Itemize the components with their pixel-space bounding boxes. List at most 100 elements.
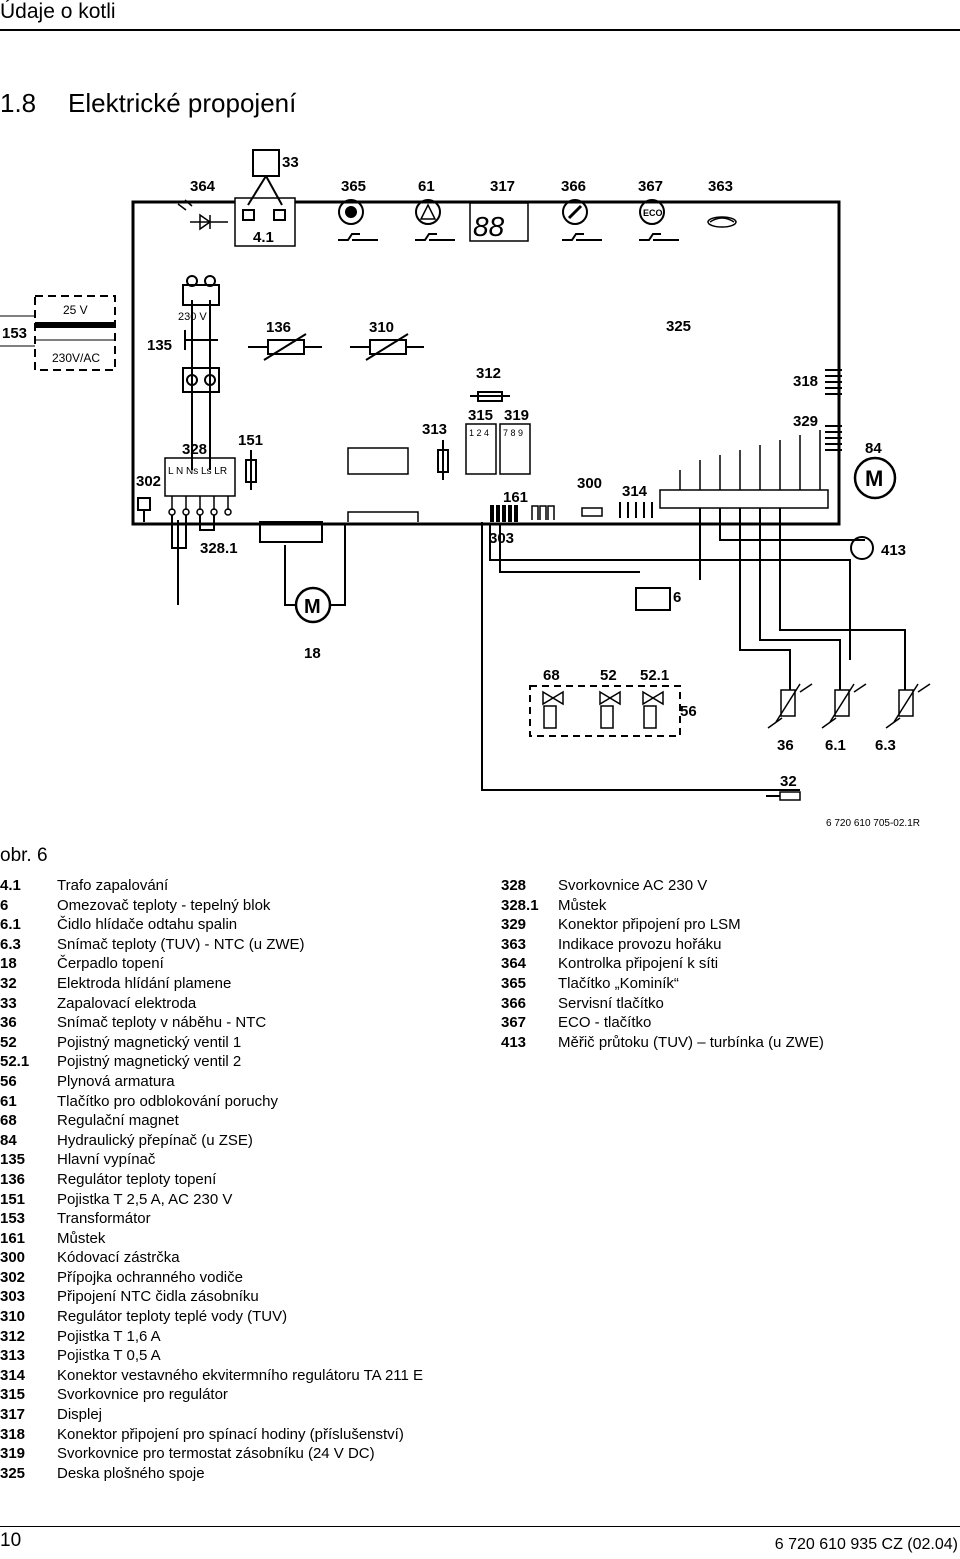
legend-text: Konektor připojení pro LSM [558,916,741,934]
transformer-153 [0,295,116,371]
header-rule [0,29,960,31]
legend-key: 52 [0,1033,17,1051]
legend-text: Můstek [558,896,607,914]
reset-button [415,199,455,241]
legend-text: Konektor připojení pro spínací hodiny (p… [57,1425,404,1443]
legend-key: 365 [501,974,527,992]
legend-text: Trafo zapalování [57,877,169,894]
flow-meter-413 [850,536,874,560]
legend-text: Čidlo hlídače odtahu spalin [57,916,238,934]
figure-reference-code: 6 720 610 705-02.1R [826,818,920,829]
legend-key: 68 [0,1112,17,1130]
service-button [562,199,602,241]
eco-text: ECO [643,208,663,218]
legend-text: Můstek [57,1229,106,1247]
label-303: 303 [489,530,514,547]
legend-key: 4.1 [0,877,21,894]
label-25v: 25 V [63,303,88,317]
legend-key: 61 [0,1092,17,1110]
pcb-board-outline [131,200,841,526]
gas-valve-56 [529,685,681,737]
legend-key: 364 [501,955,527,973]
legend-key: 18 [0,955,17,973]
legend-item: 4.1 Trafo zapalování [0,876,470,896]
label-52-1: 52.1 [640,667,669,684]
label-313: 313 [422,421,447,438]
legend-key: 84 [0,1131,17,1149]
legend-item: 317 Displej [0,1405,470,1425]
legend-text: Měřič průtoku (TUV) – turbínka (u ZWE) [558,1033,824,1051]
legend-key: 161 [0,1229,26,1247]
diverter-motor-84 [853,456,897,500]
label-413: 413 [881,542,906,559]
dhw-thermostat-310 [350,333,424,361]
label-328-1: 328.1 [200,540,238,557]
label-18: 18 [304,645,321,662]
label-318: 318 [793,373,818,390]
label-56: 56 [680,703,697,720]
legend-key: 6.1 [0,916,21,934]
terminals-328: L N Ns Ls LR [168,466,227,477]
legend-text: Displej [57,1406,103,1424]
label-312: 312 [476,365,501,382]
display-digits: 88 [473,211,505,242]
legend-text: Hlavní vypínač [57,1151,156,1169]
legend-text: Regulátor teploty teplé vody (TUV) [57,1308,288,1326]
label-365: 365 [341,178,366,195]
label-230vac: 230V/AC [52,351,100,365]
label-329: 329 [793,413,818,430]
label-32: 32 [780,773,797,790]
label-317: 317 [490,178,515,195]
legend-item: 161 Můstek [0,1229,470,1249]
footer-rule [0,1526,960,1527]
legend-key: 328 [501,877,527,894]
legend-text: Pojistný magnetický ventil 2 [57,1053,242,1071]
legend-key: 315 [0,1386,26,1404]
legend-key: 153 [0,1210,26,1228]
label-230v: 230 V [178,311,207,323]
legend-text: Svorkovnice AC 230 V [558,877,708,894]
heating-thermostat-136 [248,333,322,361]
label-151: 151 [238,432,263,449]
label-33: 33 [282,154,299,171]
label-161: 161 [503,489,528,506]
legend-key: 300 [0,1249,26,1267]
label-310: 310 [369,319,394,336]
legend-key: 317 [0,1406,26,1424]
legend-text: Elektroda hlídání plamene [57,974,232,992]
pins-319: 7 8 9 [503,428,523,438]
legend-key: 319 [0,1445,26,1463]
legend-key: 6 [0,896,9,914]
legend-text: Servisní tlačítko [558,994,664,1012]
legend-key: 328.1 [501,896,539,914]
legend-text: Deska plošného spoje [57,1464,205,1482]
label-367: 367 [638,178,663,195]
label-319: 319 [504,407,529,424]
legend-text: Konektor vestavného ekvitermního regulát… [57,1366,424,1384]
legend-text: Připojení NTC čidla zásobníku [57,1288,259,1306]
label-136: 136 [266,319,291,336]
legend-text: Tlačítko pro odblokování poruchy [57,1092,278,1110]
page-number: 10 [0,1530,22,1551]
legend-key: 6.3 [0,935,21,953]
